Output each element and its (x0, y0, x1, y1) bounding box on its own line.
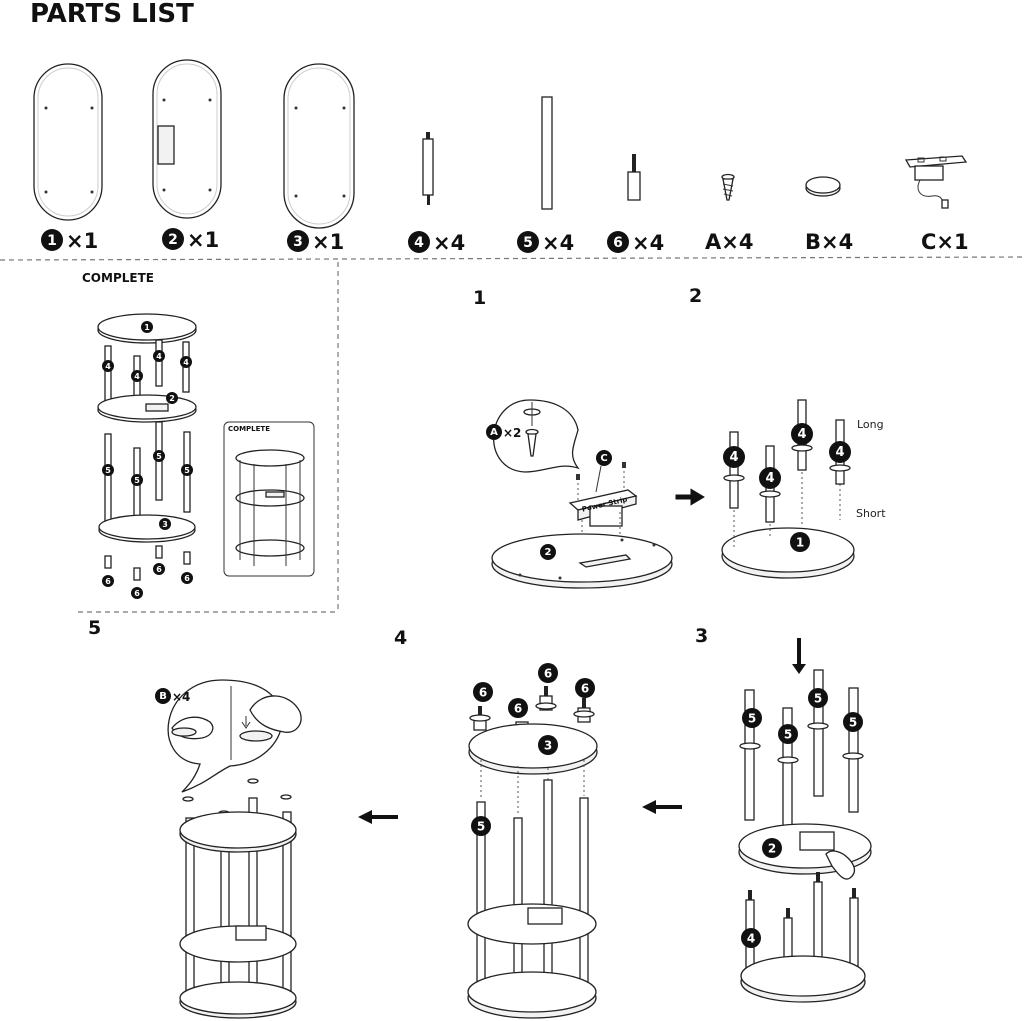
arrow-right-icon (675, 488, 705, 506)
svg-text:6: 6 (514, 702, 522, 716)
step-2-diagram: 1 4 4 4 4 Long Short (721, 399, 886, 579)
short-label: Short (856, 507, 886, 520)
arrow-left-icon-2 (358, 810, 398, 824)
part-b-felt-pad (805, 176, 841, 197)
svg-text:2: 2 (545, 547, 552, 558)
step-1-label: 1 (473, 287, 486, 309)
exploded-view: 1 4 4 4 4 2 5 5 5 5 3 6 6 6 6 (97, 313, 197, 599)
step-5-diagram: B ×4 (155, 679, 302, 1019)
svg-text:6: 6 (544, 667, 552, 681)
svg-text:5: 5 (105, 466, 111, 475)
svg-text:5: 5 (477, 820, 485, 834)
page-title: PARTS LIST (30, 0, 194, 29)
part-2-panel (152, 59, 222, 219)
qty-part-c: C×1 (921, 230, 969, 254)
svg-text:4: 4 (183, 358, 189, 367)
step-1-diagram: A ×2 C Power Strip 2 (486, 399, 673, 589)
svg-text:6: 6 (156, 565, 162, 574)
svg-text:4: 4 (765, 471, 774, 486)
svg-text:6: 6 (613, 235, 623, 251)
svg-text:B: B (159, 691, 167, 702)
svg-text:6: 6 (105, 577, 111, 586)
svg-text:6: 6 (479, 686, 487, 700)
svg-text:4: 4 (835, 445, 844, 460)
svg-text:5: 5 (748, 712, 756, 726)
svg-text:×1: ×1 (66, 229, 98, 253)
svg-text:5: 5 (814, 692, 822, 706)
qty-part-5: 5 ×4 (517, 231, 574, 255)
part-c-power-strip (904, 155, 968, 209)
complete-inset: COMPLETE (223, 421, 315, 577)
long-label: Long (857, 418, 884, 431)
svg-text:4: 4 (729, 450, 738, 465)
qty-part-3: 3 ×1 (287, 230, 344, 254)
svg-text:2: 2 (768, 842, 776, 856)
part-a-screw (721, 173, 735, 201)
part-4-rod (422, 132, 434, 205)
svg-text:1: 1 (47, 233, 57, 249)
svg-text:2: 2 (169, 394, 175, 403)
part-1-panel (33, 63, 103, 221)
svg-text:3: 3 (162, 520, 168, 529)
hand-icon (825, 850, 856, 880)
step-5-label: 5 (88, 617, 101, 639)
qty-part-1: 1 ×1 (41, 229, 98, 253)
qty-part-2: 2 ×1 (162, 228, 219, 252)
svg-text:2: 2 (168, 232, 178, 248)
svg-text:5: 5 (849, 716, 857, 730)
svg-text:×2: ×2 (503, 426, 521, 440)
svg-text:×1: ×1 (187, 228, 219, 252)
step-4-diagram: 6 6 6 6 3 5 (467, 663, 598, 1019)
arrow-left-icon (642, 800, 682, 814)
svg-text:6: 6 (134, 589, 140, 598)
svg-text:×4: ×4 (172, 690, 190, 704)
arrow-down-icon (792, 638, 806, 674)
svg-text:3: 3 (293, 234, 303, 250)
step-2-label: 2 (689, 285, 702, 307)
step-3-label: 3 (695, 625, 708, 647)
svg-text:4: 4 (134, 372, 140, 381)
svg-text:×1: ×1 (312, 230, 344, 254)
svg-text:4: 4 (414, 235, 424, 251)
svg-text:A: A (490, 427, 498, 438)
svg-text:5: 5 (134, 476, 140, 485)
inset-complete-label: COMPLETE (228, 425, 270, 433)
svg-text:4: 4 (747, 932, 755, 946)
part-6-foot (627, 154, 641, 201)
svg-text:4: 4 (156, 352, 162, 361)
svg-text:C: C (600, 453, 607, 464)
svg-text:5: 5 (184, 466, 190, 475)
qty-part-6: 6 ×4 (607, 231, 664, 255)
badge-4: 4 (408, 231, 430, 253)
part-5-rod (541, 96, 553, 210)
svg-text:5: 5 (784, 728, 792, 742)
svg-text:6: 6 (184, 574, 190, 583)
svg-text:3: 3 (544, 739, 552, 753)
qty-part-b: B×4 (805, 230, 853, 254)
complete-label: COMPLETE (82, 271, 154, 285)
badge-3: 3 (287, 230, 309, 252)
badge-6: 6 (607, 231, 629, 253)
parts-divider (0, 256, 1024, 261)
svg-text:4: 4 (105, 362, 111, 371)
svg-text:6: 6 (581, 682, 589, 696)
qty-part-4: 4 ×4 (408, 231, 465, 255)
step-4-label: 4 (394, 627, 407, 649)
svg-text:×4: ×4 (433, 231, 465, 255)
qty-part-a: A×4 (705, 230, 753, 254)
badge-5: 5 (517, 231, 539, 253)
part-3-panel (283, 63, 355, 229)
svg-text:×4: ×4 (542, 231, 574, 255)
svg-text:5: 5 (523, 235, 533, 251)
badge-2: 2 (162, 228, 184, 250)
svg-text:4: 4 (797, 427, 806, 442)
svg-text:5: 5 (156, 452, 162, 461)
svg-text:1: 1 (144, 323, 150, 332)
svg-text:1: 1 (796, 536, 804, 550)
svg-text:×4: ×4 (632, 231, 664, 255)
badge-1: 1 (41, 229, 63, 251)
step-3-diagram: 5 5 5 5 2 4 (738, 638, 872, 1003)
